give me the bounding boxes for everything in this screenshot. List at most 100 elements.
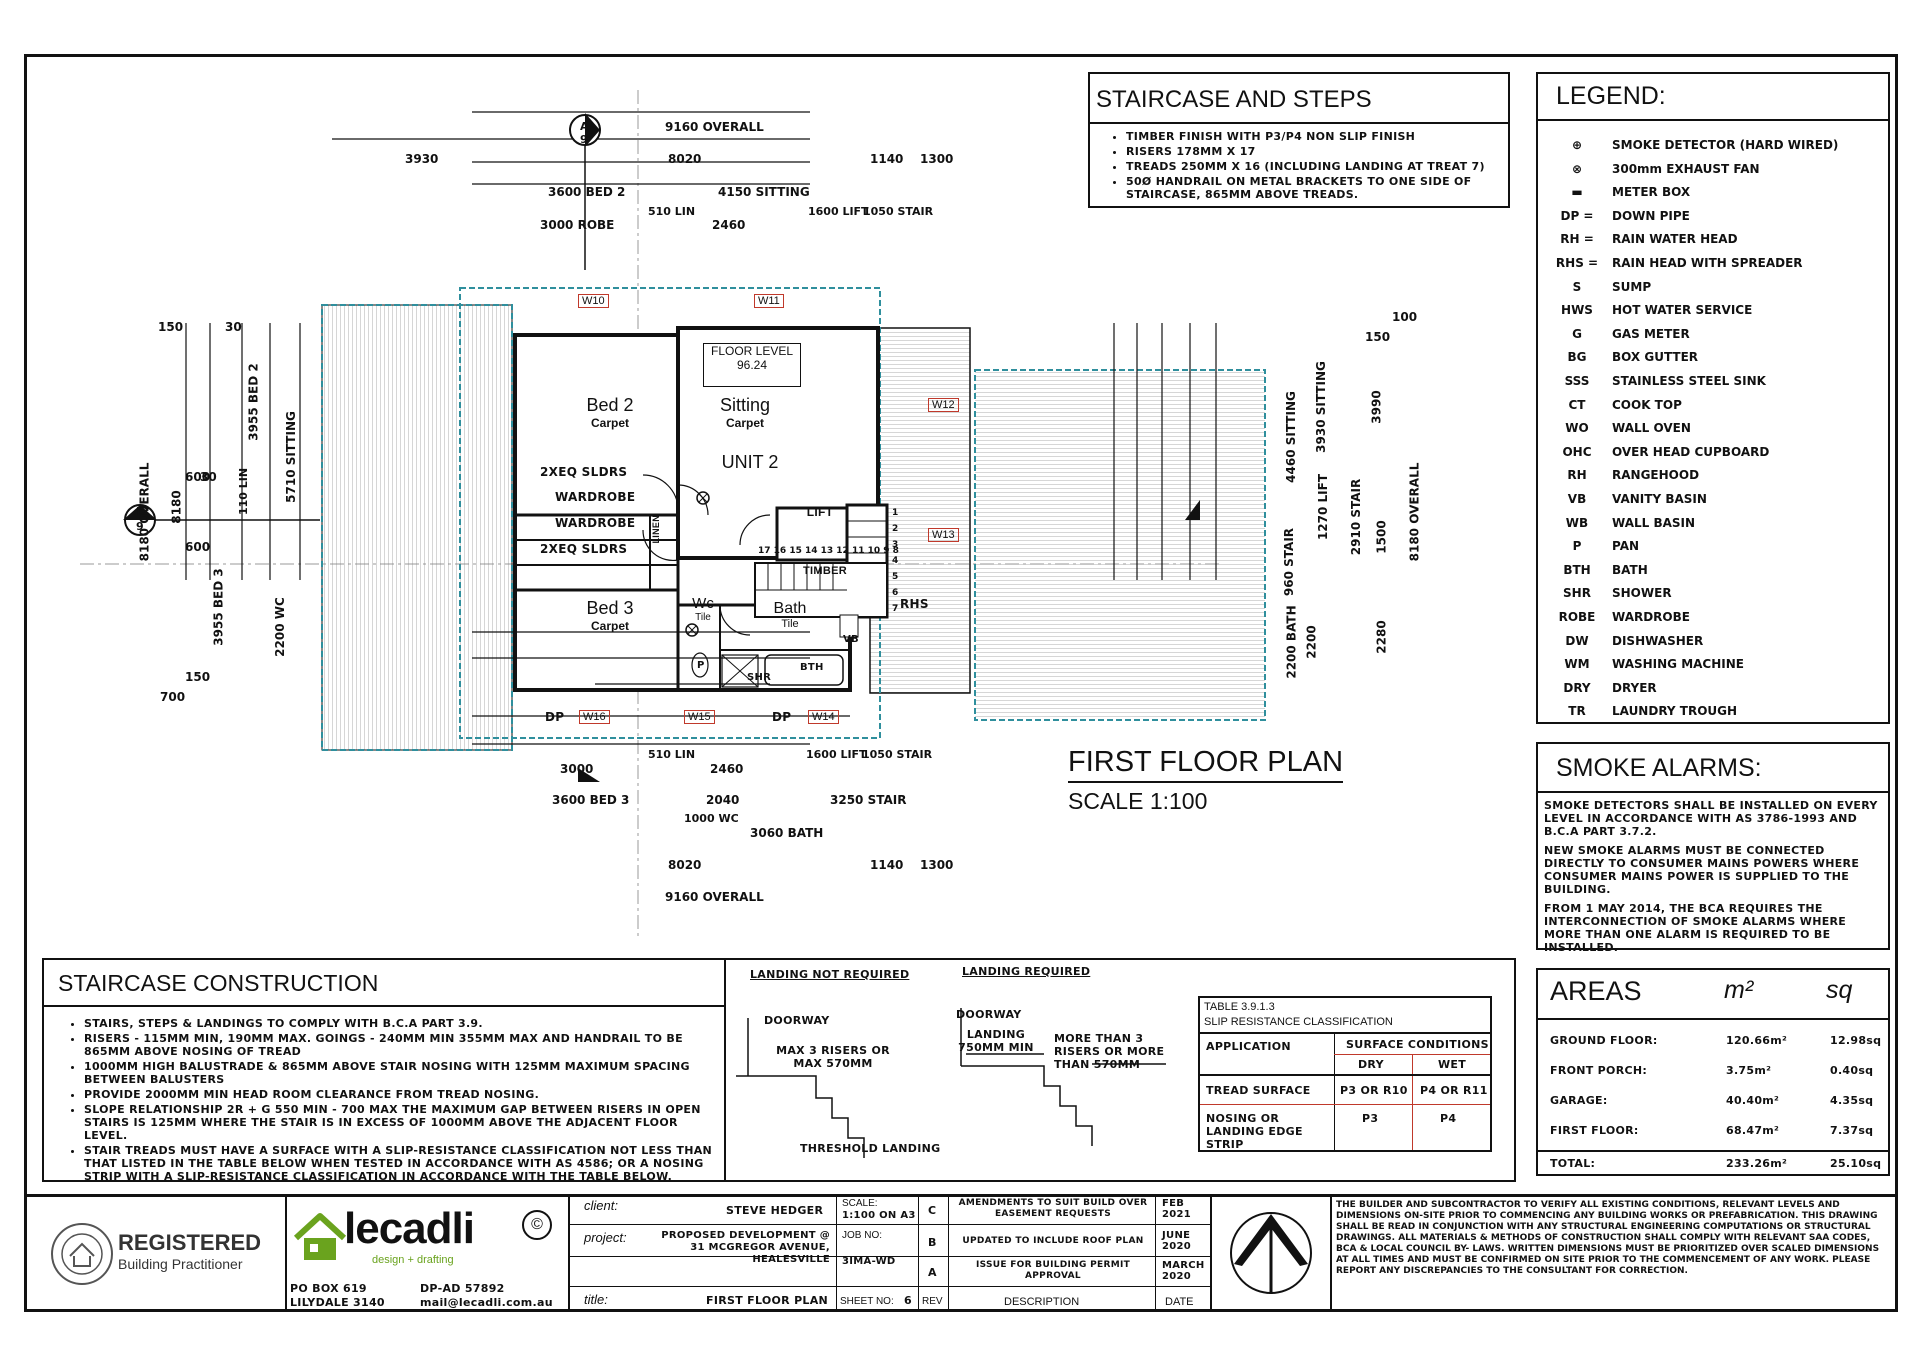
slip-table-row2-app: NOSING or LANDING EDGE STRIP (1206, 1112, 1303, 1151)
dim-bottom-1300: 1300 (920, 858, 954, 872)
slip-table-row2-dry: P3 (1362, 1112, 1379, 1125)
revision-a-desc: ISSUE FOR BUILDING PERMIT APPROVAL (975, 1260, 1131, 1281)
window-tag-w16: W16 (579, 710, 610, 724)
revision-c-desc: AMENDMENTS TO SUIT BUILD OVER EASEMENT R… (958, 1198, 1148, 1219)
legend-title: LEGEND: (1538, 74, 1888, 121)
legend-label: OVER HEAD CUPBOARD (1612, 444, 1770, 459)
dim-right-3990: 3990 (1369, 390, 1384, 424)
job-label: JOB NO: (842, 1230, 883, 1241)
label-wardrobe-1: WARDROBE (555, 490, 636, 504)
legend-label: DRYER (1612, 680, 1657, 695)
window-tag-w15: W15 (684, 710, 715, 724)
dim-right-150: 150 (1365, 330, 1391, 344)
section-marker-top-sheet: 9 (580, 133, 588, 146)
dim-top-lin: 510 LIN (648, 205, 696, 218)
dim-bottom-3000: 3000 (560, 762, 594, 776)
legend-label: BATH (1612, 562, 1648, 577)
legend-label: COOK TOP (1612, 397, 1682, 412)
slip-table-col-application: APPLICATION (1206, 1040, 1291, 1053)
dp-ad-number: DP-AD 57892 (420, 1282, 505, 1295)
dim-right-sitting: 4460 SITTING (1283, 391, 1298, 483)
legend-label: WASHING MACHINE (1612, 657, 1744, 672)
dim-top-robe: 3000 ROBE (540, 218, 615, 232)
lecadli-logo-house-icon (293, 1213, 347, 1260)
areas-row-m2: 3.75m² (1726, 1064, 1772, 1077)
room-lift: LIFT (806, 505, 834, 519)
dim-top-sitting: 4150 SITTING (718, 185, 810, 199)
legend-symbol: HWS (1561, 303, 1593, 318)
legend-label: HOT WATER SERVICE (1612, 303, 1753, 318)
areas-row-sq: 4.35sq (1830, 1094, 1874, 1107)
title-value: FIRST FLOOR PLAN (706, 1294, 829, 1307)
dim-bottom-2460: 2460 (710, 762, 744, 776)
landing-doorway-1: DOORWAY (764, 1014, 830, 1027)
smoke-alarms-body: SMOKE DETECTORS SHALL BE INSTALLED ON EV… (1544, 799, 1878, 954)
email: mail@lecadli.com.au (420, 1296, 553, 1309)
dim-left-bed2: 3955 BED 2 (246, 363, 261, 441)
slip-table-col-surface: SURFACE CONDITIONS (1346, 1038, 1489, 1051)
dim-left-8180: 8180 (169, 490, 184, 524)
legend-symbol: RH = (1560, 232, 1594, 247)
landing-more-than: MORE THAN 3 RISERS OR MORE THAN 570mm (1054, 1032, 1165, 1071)
legend-label: WALL OVEN (1612, 421, 1691, 436)
dim-left-150: 150 (158, 320, 184, 334)
landing-threshold: THRESHOLD LANDING (800, 1142, 941, 1155)
legend-symbol: RHS = (1555, 256, 1599, 270)
sheet-value: 6 (904, 1294, 912, 1307)
room-linen: LINEN (651, 515, 661, 544)
legend-label: RANGEHOOD (1612, 468, 1700, 483)
dim-left-700: 700 (160, 690, 186, 704)
staircase-construction-panel: STAIRCASE CONSTRUCTION STAIRS, STEPS & L… (42, 958, 726, 1183)
areas-row-sq: 0.40sq (1830, 1064, 1874, 1077)
scale-value: 1:100 ON A3 (842, 1210, 916, 1221)
legend-label: METER BOX (1612, 185, 1691, 200)
dim-left-600-a: 600 (185, 470, 211, 484)
date-label: DATE (1165, 1296, 1194, 1308)
sheet-label: SHEET NO: (840, 1296, 894, 1307)
dim-bottom-1140: 1140 (870, 858, 904, 872)
room-unit2: UNIT 2 (721, 452, 779, 472)
legend-symbol: WB (1565, 515, 1589, 530)
drawing-title: FIRST FLOOR PLAN (1068, 746, 1344, 783)
smoke-alarms-title: SMOKE ALARMS: (1538, 744, 1888, 793)
general-notes: THE BUILDER AND SUBCONTRACTOR TO VERIFY … (1336, 1200, 1880, 1276)
legend-symbol: BTH (1563, 562, 1591, 577)
window-tag-w10: W10 (578, 294, 609, 308)
slip-resistance-table: TABLE 3.9.1.3 SLIP RESISTANCE CLASSIFICA… (1198, 996, 1492, 1152)
dim-bottom-stair: 1050 STAIR (862, 748, 933, 761)
slip-table-row1-app: TREAD SURFACE (1206, 1084, 1311, 1097)
slip-table-col-dry: DRY (1358, 1058, 1384, 1071)
label-rhs: RHS (900, 597, 929, 611)
areas-total-sq: 25.10sq (1830, 1157, 1882, 1170)
dim-top-1300: 1300 (920, 152, 954, 166)
legend-symbol: WM (1564, 657, 1590, 672)
dim-left-lin: 110 LIN (237, 467, 251, 516)
legend-label: SMOKE DETECTOR (HARD WIRED) (1612, 138, 1839, 152)
slip-table-number: TABLE 3.9.1.3 (1204, 1001, 1275, 1013)
label-shr: SHR (747, 672, 772, 683)
dim-right-overall: 8180 OVERALL (1407, 462, 1422, 562)
landing-not-required: LANDING NOT REQUIRED (750, 968, 910, 981)
stair-numbers-bottom: 17 16 15 14 13 12 11 10 9 8 (758, 546, 899, 556)
stair-finish: Timber (803, 565, 847, 577)
lecadli-logo-sub: design + drafting (372, 1254, 454, 1266)
legend-label: LAUNDRY TROUGH (1612, 704, 1738, 719)
legend-symbol: DW (1565, 633, 1589, 648)
legend-label: DISHWASHER (1612, 633, 1704, 648)
smoke-alarms-panel: SMOKE ALARMS: SMOKE DETECTORS SHALL BE I… (1536, 742, 1890, 954)
legend-label: RAIN WATER HEAD (1612, 232, 1738, 247)
legend-symbol: SHR (1563, 586, 1591, 601)
areas-header: AREAS m² sq (1538, 970, 1888, 1020)
project-value: PROPOSED DEVELOPMENT @ 31 MCGREGOR AVENU… (661, 1230, 830, 1265)
dim-bottom-lift: 1600 LIFT (806, 748, 867, 761)
client-value: STEVE HEDGER (726, 1204, 824, 1217)
label-vb: VB (843, 634, 859, 645)
staircase-construction-list: STAIRS, STEPS & LANDINGS TO COMPLY WITH … (44, 1007, 724, 1183)
legend-label: SUMP (1612, 279, 1652, 294)
legend-label: WALL BASIN (1612, 515, 1696, 530)
